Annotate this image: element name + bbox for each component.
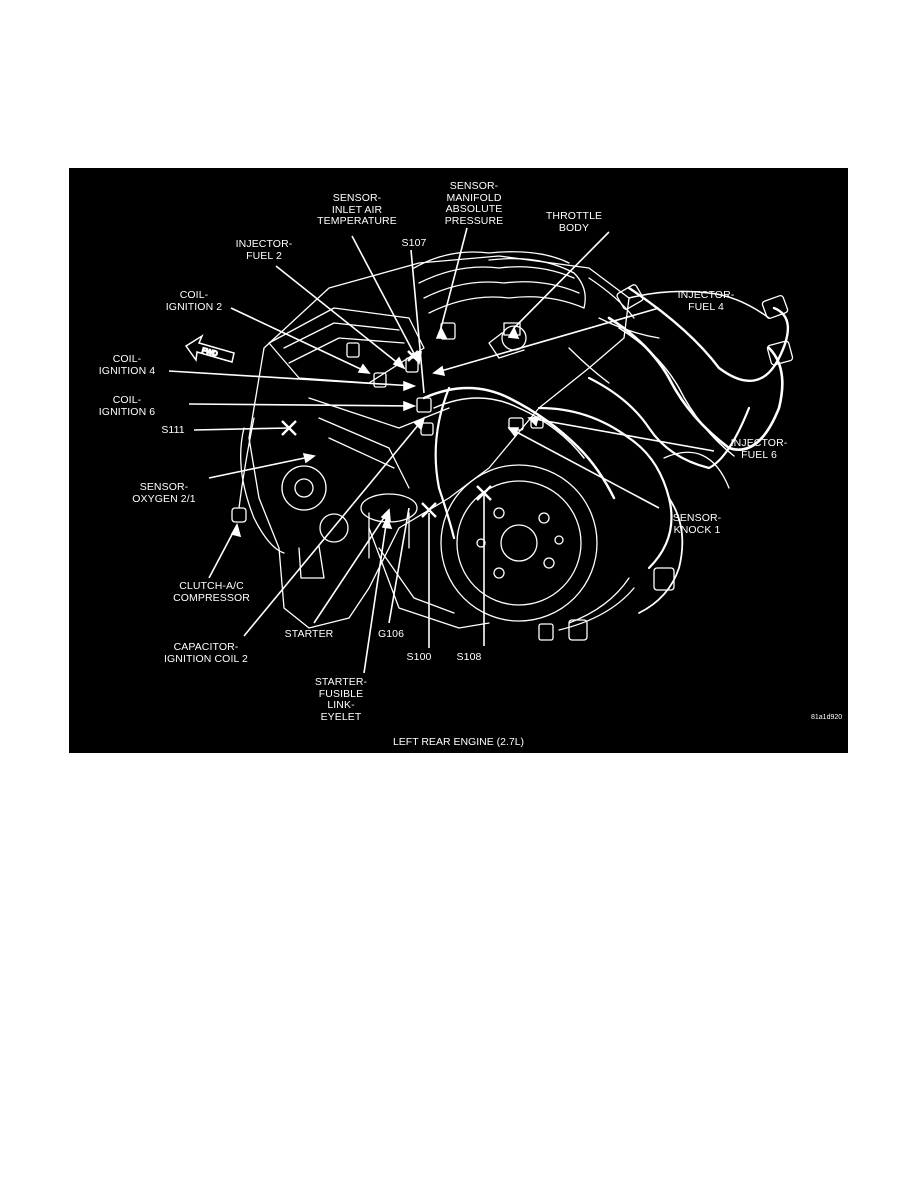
label-s107: S107 bbox=[401, 237, 427, 249]
label-injector-fuel-6: INJECTOR- FUEL 6 bbox=[730, 437, 788, 461]
figure-caption: LEFT REAR ENGINE (2.7L) bbox=[392, 736, 525, 748]
engine-diagram-figure: FWD bbox=[69, 168, 848, 753]
label-coil-ignition-4: COIL- IGNITION 4 bbox=[98, 353, 156, 377]
label-s111: S111 bbox=[161, 424, 185, 436]
label-coil-ignition-2: COIL- IGNITION 2 bbox=[165, 289, 223, 313]
figure-id: 81a1d920 bbox=[811, 714, 843, 721]
fwd-arrow-label: FWD bbox=[201, 347, 218, 358]
label-sensor-knock: SENSOR- KNOCK 1 bbox=[672, 512, 722, 536]
label-sensor-map: SENSOR- MANIFOLD ABSOLUTE PRESSURE bbox=[444, 180, 504, 227]
label-starter: STARTER bbox=[284, 628, 334, 640]
label-starter-fusible-link-eyelet: STARTER- FUSIBLE LINK- EYELET bbox=[314, 676, 368, 723]
engine-line-art: FWD bbox=[168, 227, 794, 674]
label-throttle-body: THROTTLE BODY bbox=[545, 210, 603, 234]
label-s100: S100 bbox=[406, 651, 432, 663]
label-injector-fuel-2: INJECTOR- FUEL 2 bbox=[235, 238, 293, 262]
label-sensor-inlet-air-temperature: SENSOR- INLET AIR TEMPERATURE bbox=[317, 192, 397, 227]
label-capacitor-ignition-coil-2: CAPACITOR- IGNITION COIL 2 bbox=[164, 641, 248, 665]
label-sensor-oxygen: SENSOR- OXYGEN 2/1 bbox=[132, 481, 196, 505]
label-clutch-ac-compressor: CLUTCH-A/C COMPRESSOR bbox=[173, 580, 250, 604]
fwd-arrow: FWD bbox=[184, 334, 235, 363]
label-coil-ignition-6: COIL- IGNITION 6 bbox=[98, 394, 156, 418]
label-injector-fuel-4: INJECTOR- FUEL 4 bbox=[677, 289, 735, 313]
label-g106: G106 bbox=[377, 628, 405, 640]
label-s108: S108 bbox=[456, 651, 482, 663]
